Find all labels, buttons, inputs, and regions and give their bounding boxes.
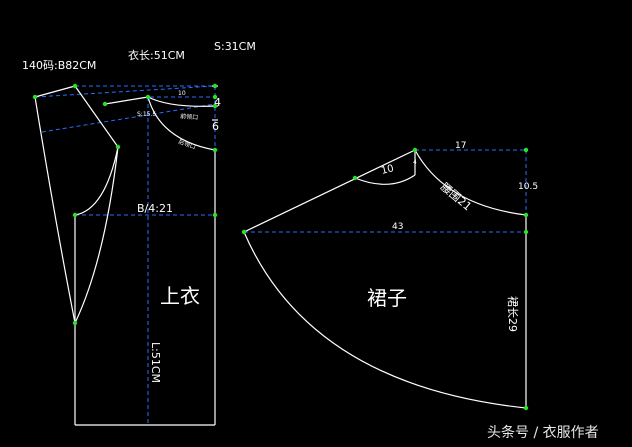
top-front-neck-label: 前领口 — [180, 112, 199, 122]
top-point — [72, 83, 78, 89]
top-bust-label: B/4:21 — [137, 202, 173, 215]
top-point — [145, 94, 151, 100]
top-guide-upper — [34, 85, 216, 98]
top-dim-6-label: 6 — [212, 120, 219, 133]
size-label: 140码:B82CM — [22, 59, 96, 72]
skirt-side-line — [243, 149, 416, 233]
skirt-dim-4-label: 4 — [413, 159, 417, 166]
top-shoulder-slope-label: S:15.5 — [137, 111, 156, 118]
top-point — [32, 94, 38, 100]
top-back-neck-label: 后领口 — [177, 137, 197, 151]
top-point — [212, 94, 218, 100]
garment-length-label: 衣长:51CM — [128, 48, 185, 62]
shoulder-width-label: S:31CM — [214, 40, 256, 53]
skirt-point — [523, 147, 529, 153]
skirt-point — [523, 212, 529, 218]
top-point — [72, 212, 78, 218]
top-point — [212, 83, 218, 89]
top-pattern: 140码:B82CM 衣长:51CM S:31CM 10 4 6 S:15.5 … — [22, 40, 256, 426]
skirt-point — [412, 147, 418, 153]
top-point — [212, 147, 218, 153]
skirt-point — [523, 229, 529, 235]
top-title: 上衣 — [160, 284, 200, 308]
skirt-title: 裙子 — [367, 286, 407, 310]
top-sleeve-inner-line — [74, 146, 119, 324]
top-point — [212, 103, 218, 109]
top-shoulder-line — [104, 96, 149, 105]
watermark-text: 头条号 / 衣服作者 — [487, 424, 599, 441]
skirt-height-label: 10.5 — [518, 182, 538, 192]
top-front-neck-curve — [147, 96, 216, 151]
skirt-radius-arc — [354, 174, 416, 185]
top-dim-4-label: 4 — [214, 96, 221, 109]
skirt-length-label: 裙长29 — [506, 296, 519, 332]
top-neck-width-label: 10 — [178, 90, 186, 97]
top-guide-shoulder — [41, 103, 216, 133]
top-sleeve-outer-line — [34, 96, 76, 324]
top-back-neck-curve — [147, 96, 216, 107]
skirt-pattern: 10 4 17 腰围21 10.5 43 裙子 裙长29 — [241, 141, 538, 411]
skirt-hem-curve — [243, 231, 527, 409]
skirt-point — [523, 405, 529, 411]
skirt-waist-label: 腰围21 — [438, 180, 474, 213]
skirt-point — [241, 229, 247, 235]
top-length-label: L:51CM — [149, 342, 162, 383]
skirt-hem-width-label: 43 — [392, 222, 403, 232]
top-point — [102, 101, 108, 107]
skirt-radius-label: 10 — [380, 163, 395, 177]
skirt-top-width-label: 17 — [455, 141, 466, 151]
top-point — [72, 320, 78, 326]
skirt-point — [352, 175, 358, 181]
top-point — [115, 144, 121, 150]
skirt-waist-curve — [414, 149, 527, 216]
top-point — [212, 212, 218, 218]
